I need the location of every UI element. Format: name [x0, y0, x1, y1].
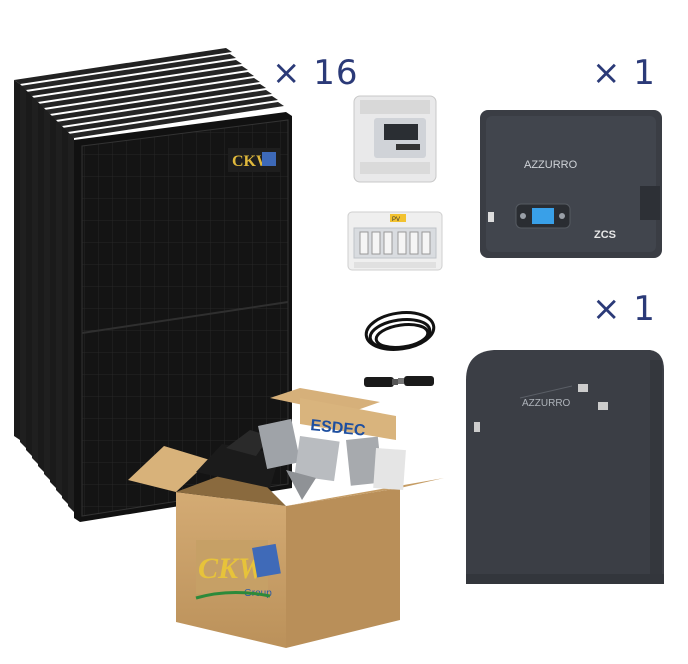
mounting-kit-box: ESDEC CKW Group — [128, 388, 444, 648]
panel-logo: CKW — [228, 148, 280, 172]
mounting-hardware — [196, 418, 406, 500]
svg-text:PV: PV — [392, 217, 400, 223]
cable-coil — [364, 311, 436, 351]
breaker-box: PV — [347, 211, 443, 271]
inverter-badge: ZCS — [594, 229, 616, 241]
energy-meter — [353, 95, 437, 183]
box-brand: ESDEC — [310, 417, 367, 440]
battery-module: AZZURRO — [466, 350, 664, 584]
mc4-connectors — [364, 376, 434, 387]
battery-brand: AZZURRO — [522, 398, 571, 409]
panel-back-layers — [14, 48, 284, 512]
inverter-brand: AZZURRO — [524, 159, 578, 171]
box-logo: CKW Group — [195, 540, 281, 600]
solar-panel-stack: CKW — [14, 48, 292, 522]
inverter-quantity-label: × 1 — [592, 53, 656, 93]
panel-quantity-label: × 16 — [272, 53, 359, 93]
hybrid-inverter: AZZURRO ZCS — [480, 110, 662, 258]
battery-quantity-label: × 1 — [592, 289, 656, 329]
